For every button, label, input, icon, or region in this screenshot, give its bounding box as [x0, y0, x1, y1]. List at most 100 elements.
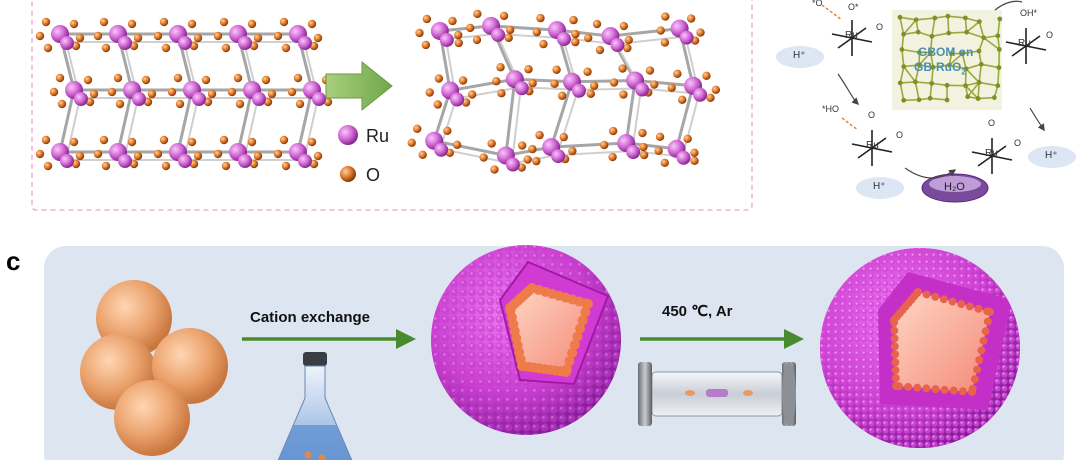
oxygen-atom [702, 71, 711, 80]
ru-site-4: Ru [985, 148, 998, 159]
rim-bead [986, 308, 994, 316]
lattice-bond [176, 89, 194, 153]
framework-bond [903, 64, 920, 68]
framework-node [944, 97, 950, 103]
oxygen-atom [492, 77, 501, 86]
rim-bead [904, 382, 913, 391]
cycle-arrow-3 [1029, 107, 1045, 132]
ruthenium-atom [676, 150, 691, 165]
oxygen-atom [313, 33, 323, 43]
framework-bond [931, 32, 949, 38]
oxygen-atom [99, 135, 109, 145]
oxygen-atom [559, 132, 568, 142]
oxygen-atom [43, 161, 53, 171]
species-o-star-left: *O [812, 0, 823, 8]
oxygen-atom [505, 25, 515, 35]
oxygen-atom [673, 69, 682, 78]
ruthenium-atom [60, 36, 74, 50]
ruthenium-atom [238, 36, 252, 50]
rim-bead [891, 374, 900, 383]
oxygen-atom [233, 73, 243, 83]
ru-o-bond [1025, 45, 1047, 51]
cycle-arrow-4 [994, 0, 1023, 11]
rim-bead [892, 382, 900, 390]
ruthenium-atom [556, 32, 571, 47]
framework-node [997, 16, 1003, 22]
oxygen-atom [619, 21, 629, 31]
ru-o-bond [871, 137, 887, 149]
oxygen-atom [678, 95, 687, 104]
oxygen-atom [83, 75, 93, 85]
framework-node [976, 80, 982, 85]
framework-bond [981, 63, 1000, 69]
framework-bond [901, 48, 920, 54]
oxygen-atom [161, 43, 171, 53]
ruthenium-atom [610, 38, 625, 53]
ru-o-bond [991, 145, 1007, 157]
rim-bead [948, 297, 957, 306]
oxygen-atom [639, 142, 648, 152]
oxygen-atom [313, 151, 323, 161]
oxygen-atom [532, 27, 542, 37]
oxygen-atom [307, 137, 317, 147]
oxygen-atom [473, 9, 482, 19]
ru-active-sites [831, 20, 1047, 174]
framework-node [915, 29, 921, 35]
oxygen-atom [683, 134, 692, 144]
oxygen-atom [660, 158, 669, 168]
framework-node [995, 33, 1001, 39]
rim-bead [981, 327, 990, 336]
framework-node [928, 49, 934, 55]
framework-node [981, 35, 987, 41]
ru-o-bond [977, 155, 993, 167]
oxygen-atom [550, 79, 559, 88]
oxygen-atom [127, 19, 137, 29]
oxygen-atom [504, 33, 513, 43]
rim-bead [973, 365, 982, 374]
lattice-bond [58, 89, 76, 153]
framework-bond [930, 97, 948, 101]
oxygen-atom [219, 17, 229, 27]
framework-bond [931, 82, 948, 87]
panel-b [776, 0, 1076, 203]
framework-bond [900, 81, 916, 84]
framework-bond [978, 64, 983, 83]
lattice-bond [551, 141, 627, 149]
ruthenium-atom [298, 154, 312, 168]
framework-bond [918, 51, 932, 66]
framework-node [916, 49, 922, 55]
oxygen-atom [35, 149, 45, 159]
rim-bead [913, 383, 922, 392]
ruthenium-atom [178, 154, 192, 168]
oxygen-atom [619, 90, 628, 99]
framework-bond [914, 64, 920, 83]
ru-o-bond [851, 27, 867, 39]
proton-label-left: H⁺ [793, 50, 806, 61]
oxygen-atom [690, 148, 699, 158]
rim-bead [572, 331, 583, 342]
framework-node [927, 95, 933, 101]
oxygen-atom [539, 39, 548, 49]
oxygen-atom [528, 144, 537, 154]
ru-o-bond [971, 151, 993, 157]
lattice-bond [514, 77, 573, 84]
cycle-arrow-1 [837, 73, 860, 106]
oxygen-atom [608, 126, 618, 136]
framework-node [901, 31, 907, 37]
disordered-ruo2-lattice [407, 9, 721, 174]
oxygen-atom [583, 67, 592, 76]
ruthenium-atom [312, 92, 326, 106]
ru-o-bond [1025, 35, 1041, 47]
oxygen-atom [273, 31, 283, 41]
oxygen-atom [101, 161, 111, 171]
lattice-bond [624, 80, 637, 144]
tube-furnace [638, 362, 796, 426]
ruthenium-atom [551, 149, 566, 164]
framework-bond [966, 31, 984, 39]
framework-node [965, 94, 971, 100]
ru-o-bond [851, 37, 873, 43]
oxygen-atom [524, 65, 533, 74]
lattice-bond [116, 89, 134, 153]
framework-node [995, 83, 1001, 89]
framework-node [949, 51, 955, 56]
